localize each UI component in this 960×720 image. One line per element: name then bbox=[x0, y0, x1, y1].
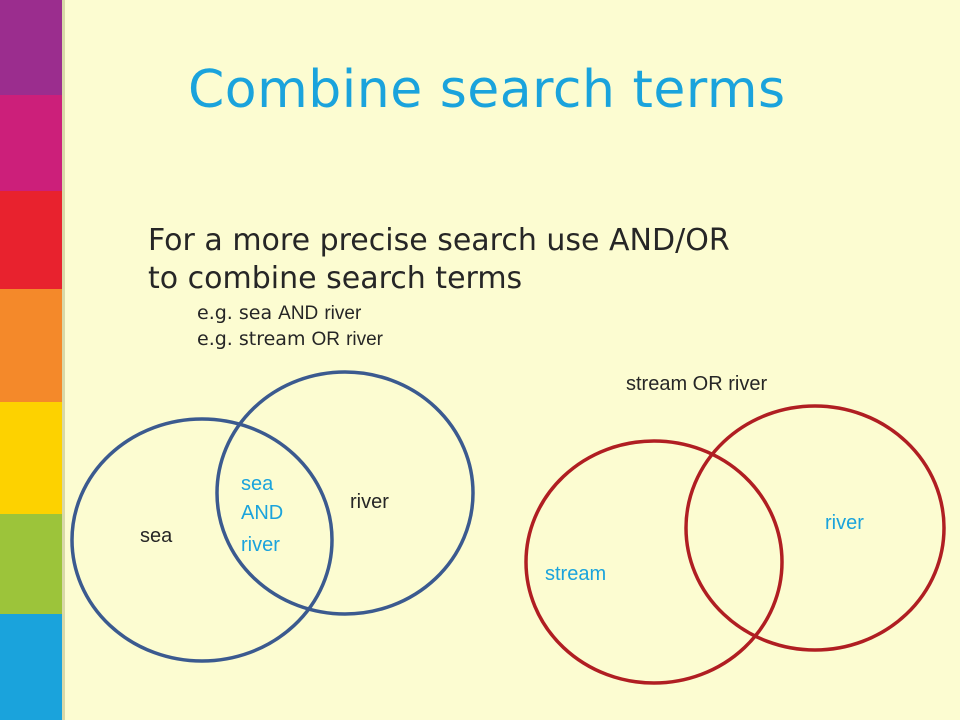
color-bar-yellow bbox=[0, 402, 62, 514]
slide-title: Combine search terms bbox=[188, 60, 786, 120]
color-bar-edge bbox=[62, 0, 65, 720]
color-bar-magenta bbox=[0, 95, 62, 191]
and-venn-diagram: sea river sea AND river bbox=[70, 370, 475, 663]
example-term: river bbox=[324, 303, 362, 324]
example-term: sea bbox=[238, 302, 273, 324]
intersection-label-line-3: river bbox=[241, 534, 280, 556]
example-operator: AND bbox=[278, 303, 319, 324]
intro-line-1: For a more precise search use AND/OR bbox=[148, 223, 730, 258]
sea-label: sea bbox=[140, 525, 173, 547]
intersection-label-line-1: sea bbox=[241, 473, 274, 495]
color-bar-red bbox=[0, 191, 62, 289]
example-or: e.g. stream OR river bbox=[197, 328, 383, 351]
example-prefix: e.g. bbox=[197, 302, 239, 324]
river-label: river bbox=[350, 491, 389, 513]
stream-label: stream bbox=[545, 563, 606, 585]
or-venn-diagram: stream OR river stream river bbox=[524, 373, 946, 685]
color-bar-purple bbox=[0, 0, 62, 95]
stream-circle bbox=[524, 439, 784, 685]
intersection-label-line-2: AND bbox=[241, 502, 283, 524]
example-term: river bbox=[346, 329, 384, 350]
sea-circle bbox=[70, 417, 334, 663]
color-bar-orange bbox=[0, 289, 62, 402]
river-circle bbox=[215, 370, 475, 616]
river-circle bbox=[684, 404, 946, 652]
example-and: e.g. sea AND river bbox=[197, 302, 361, 325]
intro-text: For a more precise search use AND/OR to … bbox=[148, 222, 730, 298]
example-prefix: e.g. bbox=[197, 328, 239, 350]
color-bar-green bbox=[0, 514, 62, 614]
decorative-color-bar bbox=[0, 0, 62, 720]
example-term: stream bbox=[238, 328, 306, 350]
or-diagram-caption: stream OR river bbox=[626, 373, 767, 395]
intro-line-2: to combine search terms bbox=[148, 261, 523, 296]
example-operator: OR bbox=[311, 329, 341, 350]
river-label: river bbox=[825, 512, 864, 534]
color-bar-blue bbox=[0, 614, 62, 720]
